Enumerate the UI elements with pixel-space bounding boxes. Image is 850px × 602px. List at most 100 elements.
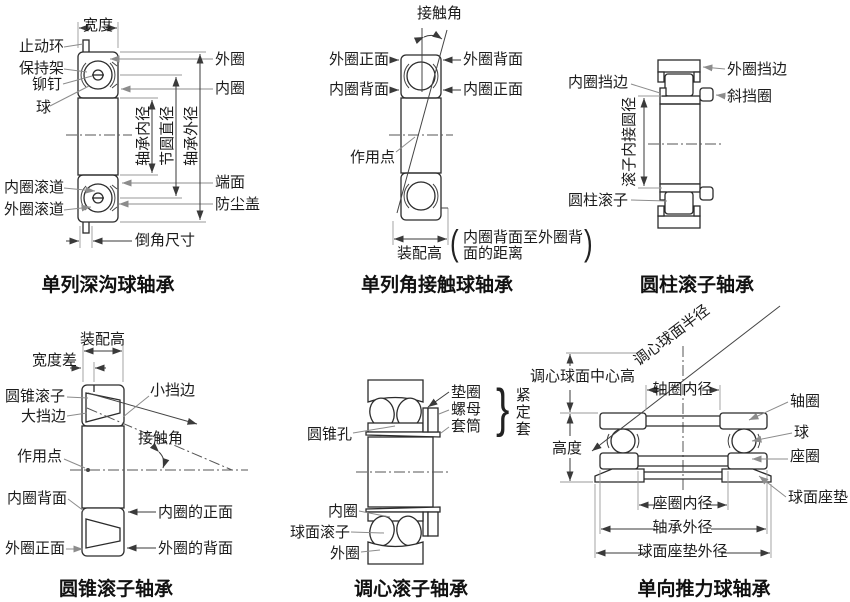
label-tapered-bore: 圆锥孔	[306, 426, 352, 443]
label-note-line1: 内圈背面至外圈背	[463, 229, 584, 246]
roller-top	[664, 73, 694, 97]
caption-self-aligning: 调心滚子轴承	[353, 579, 468, 600]
label-rivet: 铆钉	[31, 76, 62, 93]
tapered-roller-top	[85, 392, 121, 423]
label-small-rib: 小挡边	[150, 382, 196, 399]
contact-line	[396, 29, 448, 214]
cylindrical-roller-drawing	[630, 59, 726, 229]
deep-groove-drawing	[49, 22, 213, 248]
outer-ring-bottom	[367, 541, 424, 565]
label-housing-washer: 座圈	[790, 448, 821, 465]
label-bearing-od: 轴承外径	[652, 519, 713, 536]
label-outer-rib: 外圈挡边	[727, 61, 788, 78]
label-adapter-assembly: 紧定套	[513, 387, 531, 438]
tapered-roller-drawing	[63, 345, 248, 557]
outer-ring-top	[657, 59, 701, 73]
label-angle-ring: 斜挡圈	[727, 88, 773, 105]
ball-top	[406, 61, 436, 91]
label-tapered-roller: 圆锥滚子	[4, 388, 65, 405]
label-inner-back: 内圈背面	[328, 81, 389, 98]
inner-ring-bottom	[367, 511, 424, 522]
ball-bottom	[406, 181, 436, 211]
label-outer-ring: 外圈	[215, 51, 246, 68]
outer-ring-top	[367, 379, 424, 403]
label-contact-angle-4: 接触角	[138, 430, 184, 447]
adapter-sleeve-bottom	[365, 506, 441, 513]
bore-section	[77, 97, 119, 176]
label-action-point: 作用点	[349, 149, 395, 166]
label-height: 高度	[552, 440, 583, 457]
label-spherical-roller: 球面滚子	[289, 524, 350, 541]
label-seat-washer: 球面座垫	[788, 489, 849, 506]
label-outside-diameter: 轴承外径	[183, 105, 201, 166]
label-bore-diameter: 轴承内径	[135, 105, 153, 166]
label-snap-ring: 止动环	[18, 38, 64, 55]
contact-angle-arc	[149, 442, 170, 469]
ball-left	[610, 428, 636, 454]
nut	[427, 407, 439, 433]
label-inner-raceway: 内圈滚道	[3, 179, 64, 196]
inner-flange	[659, 87, 667, 97]
angle-ring-bottom	[699, 186, 714, 201]
caption-angular-contact: 单列角接触球轴承	[360, 275, 513, 296]
label-large-rib: 大挡边	[20, 408, 66, 425]
label-outer-raceway: 外圈滚道	[3, 201, 64, 218]
label-ball: 球	[36, 99, 52, 116]
label-outer-front-4: 外圈正面	[4, 540, 65, 557]
label-assembled-height: 装配高	[397, 245, 443, 262]
outer-ring-bottom	[657, 215, 701, 229]
washer	[422, 407, 429, 433]
label-outer-back-4: 外圈的背面	[158, 540, 234, 557]
angular-contact-drawing	[389, 28, 461, 245]
label-housing-washer-bore: 座圈内径	[652, 495, 713, 512]
sphere-radius-line	[591, 305, 781, 452]
raceway-line	[87, 392, 198, 425]
label-inner-ring-5: 内圈	[327, 503, 358, 520]
label-width-diff: 宽度差	[31, 352, 77, 369]
label-outer-back: 外圈背面	[463, 51, 524, 68]
label-inner-front: 内圈正面	[463, 81, 524, 98]
caption-cylindrical: 圆柱滚子轴承	[639, 275, 754, 296]
roller-axis-line	[86, 407, 233, 471]
label-contact-angle: 接触角	[417, 5, 463, 22]
label-dust-cover: 防尘盖	[215, 196, 261, 213]
label-shaft-washer-bore: 轴圈内径	[652, 381, 713, 398]
roller-bottom	[664, 191, 694, 215]
label-pitch-diameter: 节圆直径	[159, 105, 177, 166]
housing-washer-left	[599, 452, 639, 470]
label-ball-6: 球	[794, 424, 810, 441]
outer-flange	[693, 71, 701, 83]
label-inner-ring: 内圈	[215, 80, 246, 97]
inner-ring-bottom	[659, 183, 701, 193]
inner-ring-top	[367, 422, 424, 433]
label-shaft-washer: 轴圈	[790, 393, 821, 410]
label-width: 宽度	[82, 17, 113, 34]
label-sphere-center-height: 调心球面中心高	[530, 368, 636, 385]
self-aligning-roller-drawing	[350, 379, 450, 565]
action-point	[86, 468, 90, 472]
label-inner-rib: 内圈挡边	[567, 74, 628, 91]
adapter-sleeve-top	[365, 431, 441, 438]
caption-tapered: 圆锥滚子轴承	[58, 579, 173, 600]
label-action-point-4: 作用点	[16, 448, 62, 465]
label-end-face: 端面	[215, 174, 246, 191]
brace: }	[496, 379, 510, 438]
label-washer: 垫圈	[451, 384, 482, 401]
seal-marks	[111, 61, 118, 212]
label-cyl-roller: 圆柱滚子	[567, 192, 628, 209]
label-outer-front: 外圈正面	[328, 51, 389, 68]
cage-arc	[80, 62, 87, 88]
housing-washer-right	[727, 452, 768, 470]
inner-ring-top	[659, 95, 701, 105]
label-sleeve: 套筒	[451, 418, 482, 435]
paren-open: (	[450, 221, 459, 264]
seat-washer-left	[594, 468, 645, 483]
thrust-ball-drawing	[560, 305, 793, 558]
label-chamfer: 倒角尺寸	[135, 232, 196, 249]
label-note-line2: 面的距离	[463, 245, 524, 262]
label-seat-washer-od: 球面座垫外径	[637, 543, 728, 560]
snap-ring-top	[82, 39, 90, 54]
outer-flange	[657, 71, 665, 83]
label-assembled-height-4: 装配高	[80, 331, 126, 348]
